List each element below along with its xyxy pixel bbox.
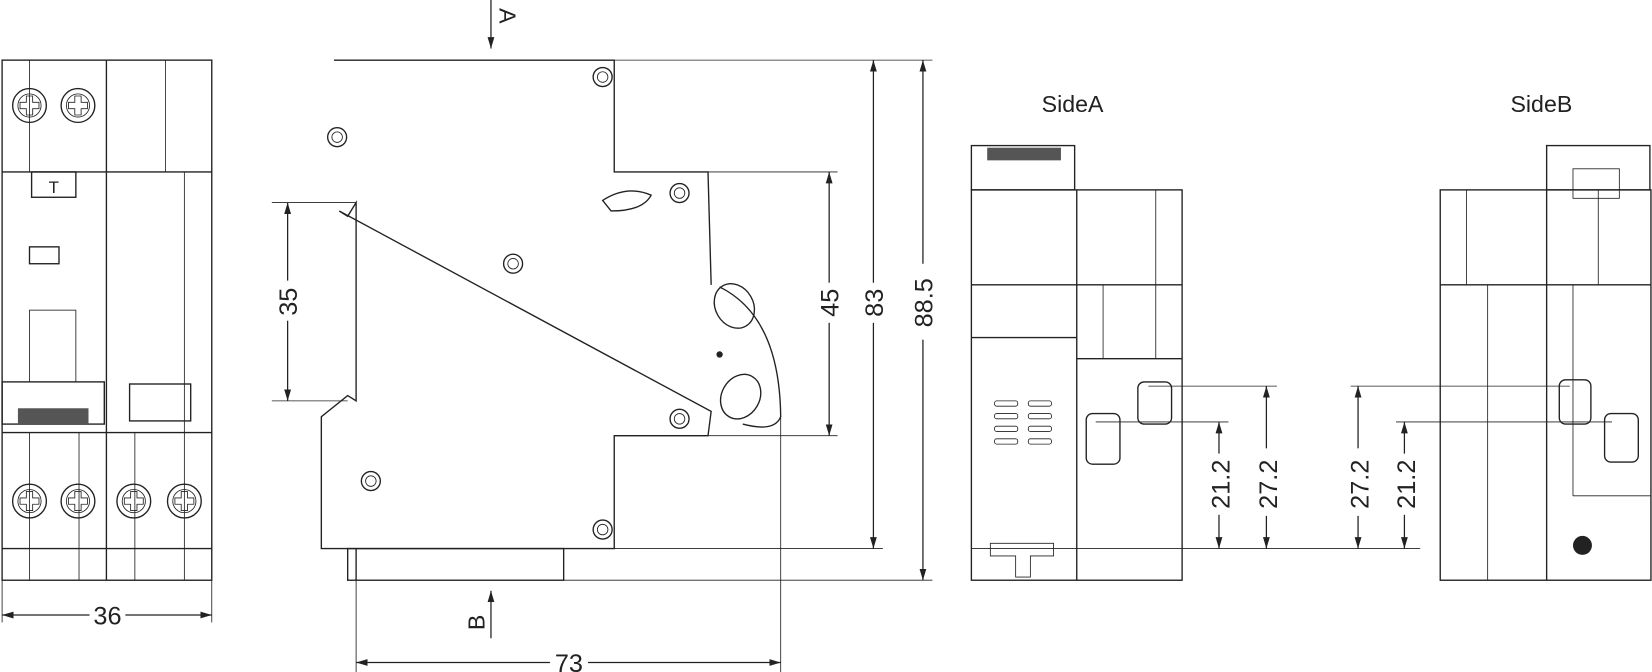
view-b-label: B — [464, 615, 490, 630]
test-button — [30, 171, 77, 198]
test-button-label: T — [49, 178, 59, 197]
indicator-window — [28, 246, 60, 265]
dim-front-height-label: 45 — [817, 289, 845, 317]
side-view: 35 45 83 88.5 73 A B — [271, 0, 938, 672]
toggle-lever-2 — [128, 383, 192, 422]
dim-side-b-lower-label: 21.2 — [1393, 460, 1421, 509]
view-a-label: A — [494, 8, 520, 24]
side-a-view: SideA 21.2 27.2 — [970, 91, 1421, 581]
side-a-title: SideA — [1042, 91, 1104, 117]
dim-width-label: 36 — [93, 603, 121, 631]
side-b-title: SideB — [1510, 91, 1572, 117]
dim-total-height-label: 88.5 — [910, 278, 938, 327]
front-view: T 36 — [1, 59, 213, 631]
side-b-view: SideB 27.2 21.2 — [1345, 91, 1652, 581]
dim-side-a-upper-label: 27.2 — [1255, 460, 1283, 509]
screw-hole-icon — [1572, 535, 1592, 555]
dim-body-height-label: 83 — [861, 289, 889, 317]
dim-depth-label: 73 — [555, 650, 583, 672]
dim-side-a-lower-label: 21.2 — [1208, 460, 1236, 509]
rivet-icon — [326, 66, 690, 540]
dim-side-b-upper-label: 27.2 — [1347, 460, 1375, 509]
dim-rail-label: 35 — [275, 288, 303, 316]
